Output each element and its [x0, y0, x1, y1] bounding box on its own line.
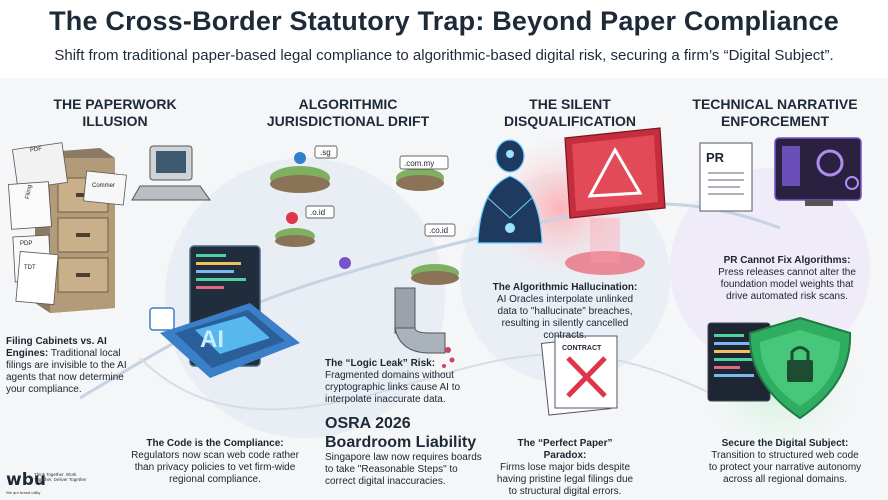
page-subtitle: Shift from traditional paper-based legal…	[54, 47, 834, 64]
warning-screen-icon	[564, 127, 666, 275]
page-title: The Cross-Border Statutory Trap: Beyond …	[49, 6, 839, 36]
caption-algorithmic-hallucination: The Algorithmic Hallucination:AI Oracles…	[492, 282, 638, 341]
folder-label-tdt: TDT	[24, 265, 36, 271]
folder-label-pdp: PDP	[20, 241, 33, 247]
domain-label-coid: .co.id	[429, 226, 449, 235]
column-heading-drift: ALGORITHMIC JURISDICTIONAL DRIFT	[266, 96, 430, 129]
ai-oracle-figure-icon	[477, 139, 543, 244]
header: The Cross-Border Statutory Trap: Beyond …	[0, 0, 888, 78]
caption-osra: Singapore law now requires boards to tak…	[325, 452, 482, 487]
old-computer-icon	[131, 145, 211, 201]
domain-island-coid	[339, 223, 459, 285]
column-heading-technical: TECHNICAL NARRATIVE ENFORCEMENT	[692, 96, 858, 129]
domain-island-sg	[270, 145, 338, 193]
filing-cabinet-icon	[8, 142, 127, 313]
leaking-pipe-icon	[394, 287, 455, 368]
domain-island-commy	[396, 155, 449, 191]
domain-island-oid	[275, 205, 335, 247]
logo-footnote: We are brand utility	[6, 490, 41, 495]
press-release-doc-icon	[699, 142, 753, 212]
caption-logic-leak: The “Logic Leak” Risk:Fragmented domains…	[325, 358, 461, 405]
caption-perfect-paper: The “Perfect Paper” Paradox:Firms lose m…	[496, 438, 634, 497]
osra-liability-title: OSRA 2026 Boardroom Liability	[325, 415, 477, 451]
brand-logo: wbu Think Together. Work Together. Deliv…	[6, 470, 86, 495]
domain-label-commy: .com.my	[404, 159, 435, 168]
algorithm-monitor-icon	[774, 137, 862, 206]
caption-code-compliance: The Code is the Compliance:Regulators no…	[131, 438, 299, 485]
column-heading-paperwork: THE PAPERWORK ILLUSION	[53, 96, 177, 129]
ai-chip-icon	[149, 245, 300, 378]
doc-label-pr: PR	[706, 150, 725, 165]
folder-label-pdf: PDF	[29, 146, 43, 154]
caption-pr-cannot-fix: PR Cannot Fix Algorithms:Press releases …	[718, 255, 856, 302]
caption-secure-digital-subject: Secure the Digital Subject:Transition to…	[708, 438, 862, 485]
security-shield-icon	[748, 316, 852, 420]
cancelled-contract-icon	[540, 335, 618, 416]
chip-label-ai: AI	[200, 326, 224, 353]
folder-label-commerc: Commer	[92, 183, 116, 189]
folder-label-filing: Filing	[24, 184, 34, 200]
logo-tagline: Think Together. Work Together. Deliver T…	[34, 472, 87, 482]
illustration-background	[8, 127, 870, 458]
contract-label: CONTRACT	[562, 345, 602, 352]
column-heading-silent: THE SILENT DISQUALIFICATION	[504, 96, 636, 129]
caption-filing-cabinets: Filing Cabinets vs. AI Engines: Traditio…	[6, 336, 127, 395]
domain-label-sg: .sg	[320, 148, 331, 157]
domain-label-oid: .o.id	[310, 208, 326, 217]
logo-mark: wbu	[6, 470, 46, 490]
